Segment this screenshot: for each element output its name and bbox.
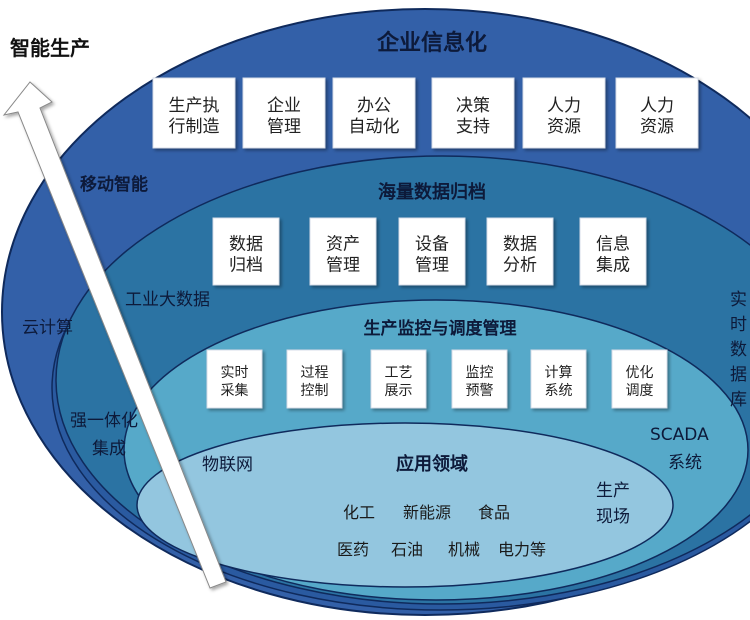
function-box-label: 信息 bbox=[596, 235, 630, 255]
integration-label: 集成 bbox=[92, 439, 126, 459]
function-box bbox=[431, 77, 515, 149]
function-box bbox=[309, 217, 377, 286]
function-box-label: 人力 bbox=[640, 96, 674, 116]
function-box-label: 生产执 bbox=[169, 96, 220, 116]
function-box-label: 计算 bbox=[545, 365, 573, 381]
function-box-label: 实时 bbox=[221, 365, 249, 381]
function-box-label: 工艺 bbox=[385, 365, 413, 381]
function-box-label: 预警 bbox=[466, 383, 494, 399]
progress-arrow-icon bbox=[2, 81, 227, 589]
function-box-label: 办公 bbox=[357, 96, 391, 116]
function-box bbox=[152, 77, 236, 149]
function-box-label: 归档 bbox=[229, 256, 263, 276]
function-box bbox=[286, 349, 343, 409]
function-box bbox=[242, 77, 326, 149]
function-box-label: 分析 bbox=[503, 256, 537, 276]
integration-label: 强一体化 bbox=[70, 411, 138, 431]
function-box bbox=[370, 349, 427, 409]
site-label: 生产 bbox=[596, 481, 630, 501]
rtdb-label: 实 bbox=[730, 290, 747, 310]
field-item: 化工 bbox=[343, 503, 375, 522]
function-box-label: 自动化 bbox=[349, 117, 400, 137]
field-item: 食品 bbox=[478, 503, 510, 522]
function-box-label: 管理 bbox=[415, 256, 449, 276]
function-box bbox=[522, 77, 606, 149]
function-box-label: 资源 bbox=[640, 117, 674, 137]
function-box bbox=[615, 77, 699, 149]
function-box bbox=[398, 217, 466, 286]
field-item: 石油 bbox=[391, 540, 423, 559]
function-box-label: 企业 bbox=[267, 96, 301, 116]
bigdata-label: 工业大数据 bbox=[125, 290, 210, 310]
function-box bbox=[206, 349, 263, 409]
function-box bbox=[486, 217, 554, 286]
function-box bbox=[530, 349, 587, 409]
scada-label: SCADA bbox=[650, 425, 709, 445]
rtdb-label: 据 bbox=[730, 365, 747, 385]
site-label: 现场 bbox=[596, 507, 630, 527]
field-item: 电力等 bbox=[498, 540, 546, 559]
function-box-label: 人力 bbox=[547, 96, 581, 116]
function-box-label: 采集 bbox=[221, 382, 249, 399]
field-layer bbox=[136, 422, 674, 588]
field-item: 医药 bbox=[337, 540, 369, 559]
function-box-label: 展示 bbox=[385, 383, 413, 399]
cloud-label: 云计算 bbox=[22, 318, 73, 338]
function-box bbox=[212, 217, 280, 286]
function-box-label: 数据 bbox=[229, 235, 263, 255]
function-box-label: 控制 bbox=[301, 383, 329, 399]
scada-label: 系统 bbox=[668, 453, 702, 473]
function-box-label: 管理 bbox=[326, 256, 360, 276]
function-box-label: 系统 bbox=[545, 383, 573, 399]
function-box-label: 设备 bbox=[415, 235, 449, 255]
monitor-title: 生产监控与调度管理 bbox=[364, 318, 517, 339]
function-box-label: 资产 bbox=[326, 235, 360, 255]
function-box-label: 集成 bbox=[596, 256, 630, 276]
enterprise-title: 企业信息化 bbox=[376, 30, 487, 56]
function-box-label: 数据 bbox=[503, 235, 537, 255]
function-box-label: 行制造 bbox=[169, 117, 220, 137]
function-box bbox=[579, 217, 647, 286]
rtdb-label: 数 bbox=[730, 340, 747, 360]
function-box-label: 调度 bbox=[626, 383, 654, 399]
function-box bbox=[451, 349, 508, 409]
function-box-label: 过程 bbox=[301, 365, 329, 381]
rtdb-label: 时 bbox=[730, 315, 747, 335]
function-box-label: 资源 bbox=[547, 117, 581, 137]
function-box-label: 管理 bbox=[267, 117, 301, 137]
function-box bbox=[332, 77, 416, 149]
function-box-label: 支持 bbox=[456, 117, 490, 137]
field-title: 应用领域 bbox=[396, 453, 468, 475]
field-item: 机械 bbox=[448, 540, 480, 559]
function-box bbox=[611, 349, 668, 409]
rtdb-label: 库 bbox=[730, 390, 747, 410]
page-title: 智能生产 bbox=[10, 36, 90, 60]
function-box-label: 优化 bbox=[626, 365, 654, 381]
mobile-label: 移动智能 bbox=[80, 174, 148, 195]
archive-title: 海量数据归档 bbox=[378, 181, 486, 203]
field-item: 新能源 bbox=[403, 503, 451, 522]
iot-label: 物联网 bbox=[202, 455, 253, 475]
function-box-label: 决策 bbox=[456, 96, 490, 116]
function-box-label: 监控 bbox=[466, 365, 494, 381]
